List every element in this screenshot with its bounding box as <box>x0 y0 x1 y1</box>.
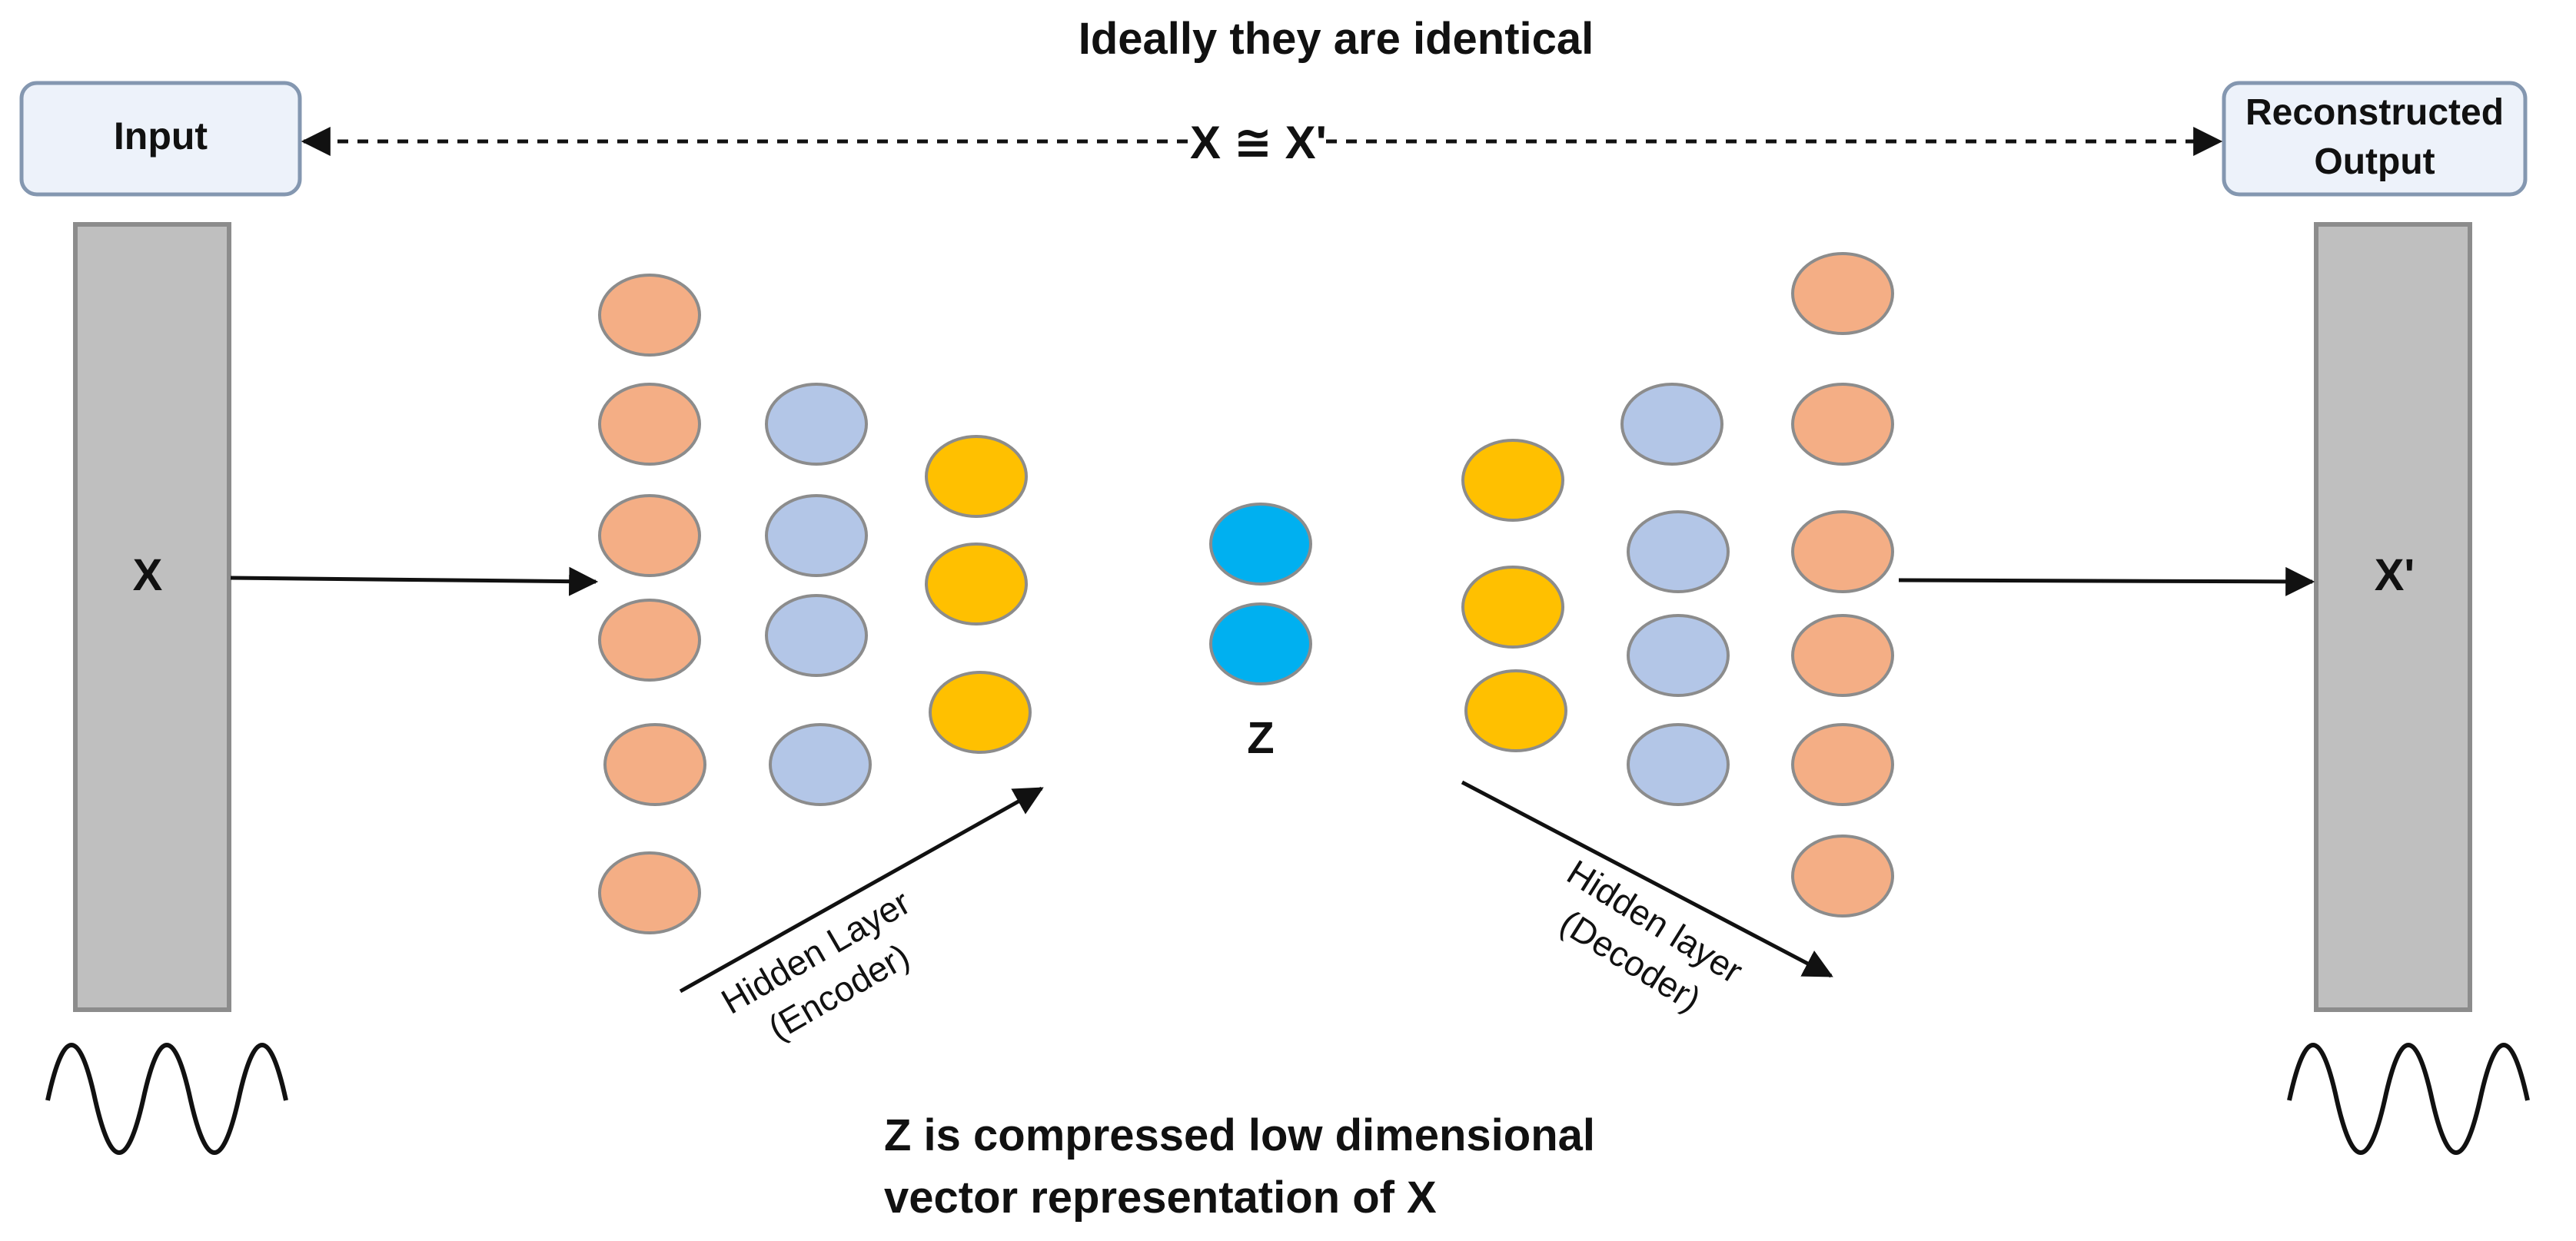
node <box>1627 614 1730 697</box>
encoder-arrow <box>679 786 1044 994</box>
sine-wave-icon <box>2287 1043 2530 1155</box>
output-bar: X' <box>2314 222 2472 1012</box>
caption-line2: vector representation of X <box>884 1173 1437 1223</box>
node <box>765 383 868 466</box>
title: Ideally they are identical <box>1079 14 1594 64</box>
input-bar: X <box>73 222 231 1012</box>
caption-line1: Z is compressed low dimensional <box>884 1110 1595 1160</box>
node <box>598 494 701 577</box>
equivalence-label: X ≅ X' <box>1190 117 1327 168</box>
input-box: Input <box>19 81 302 197</box>
decoder-arrow <box>1461 780 1833 978</box>
node <box>769 723 872 806</box>
node <box>1791 510 1894 593</box>
node <box>598 274 701 357</box>
node <box>1464 669 1567 752</box>
node <box>598 599 701 682</box>
encoder-hidden-layer-2 <box>925 435 1032 754</box>
decoder-hidden-layer-2 <box>1620 383 1730 806</box>
input-bar-label: X <box>133 550 163 600</box>
latent-node <box>1209 602 1312 685</box>
node <box>1791 614 1894 697</box>
node <box>598 383 701 466</box>
node <box>603 723 706 806</box>
node <box>1627 723 1730 806</box>
latent-layer <box>1209 503 1312 685</box>
node <box>925 543 1028 625</box>
node <box>929 671 1032 754</box>
output-box-label-line1: Reconstructed <box>2245 92 2504 133</box>
latent-label: Z <box>1247 713 1274 763</box>
node <box>1791 723 1894 806</box>
node <box>598 851 701 934</box>
node <box>1620 383 1723 466</box>
node <box>1791 252 1894 335</box>
latent-node <box>1209 503 1312 586</box>
output-box: Reconstructed Output <box>2222 81 2528 197</box>
node <box>925 435 1028 518</box>
input-to-encoder-arrow <box>230 566 599 596</box>
node <box>1791 835 1894 917</box>
node <box>1461 566 1564 649</box>
node <box>1627 510 1730 593</box>
node <box>1791 383 1894 466</box>
input-box-label: Input <box>114 114 208 158</box>
encoder-input-layer <box>598 274 706 934</box>
encoder-hidden-layer-1 <box>765 383 872 806</box>
node <box>765 494 868 577</box>
decoder-to-output-arrow <box>1898 566 2315 596</box>
node <box>765 594 868 677</box>
decoder-hidden-layer-1 <box>1461 439 1567 752</box>
sine-wave-icon <box>45 1043 288 1155</box>
node <box>1461 439 1564 522</box>
decoder-output-layer <box>1791 252 1894 917</box>
output-bar-label: X' <box>2375 550 2415 600</box>
output-box-label-line2: Output <box>2314 141 2435 182</box>
